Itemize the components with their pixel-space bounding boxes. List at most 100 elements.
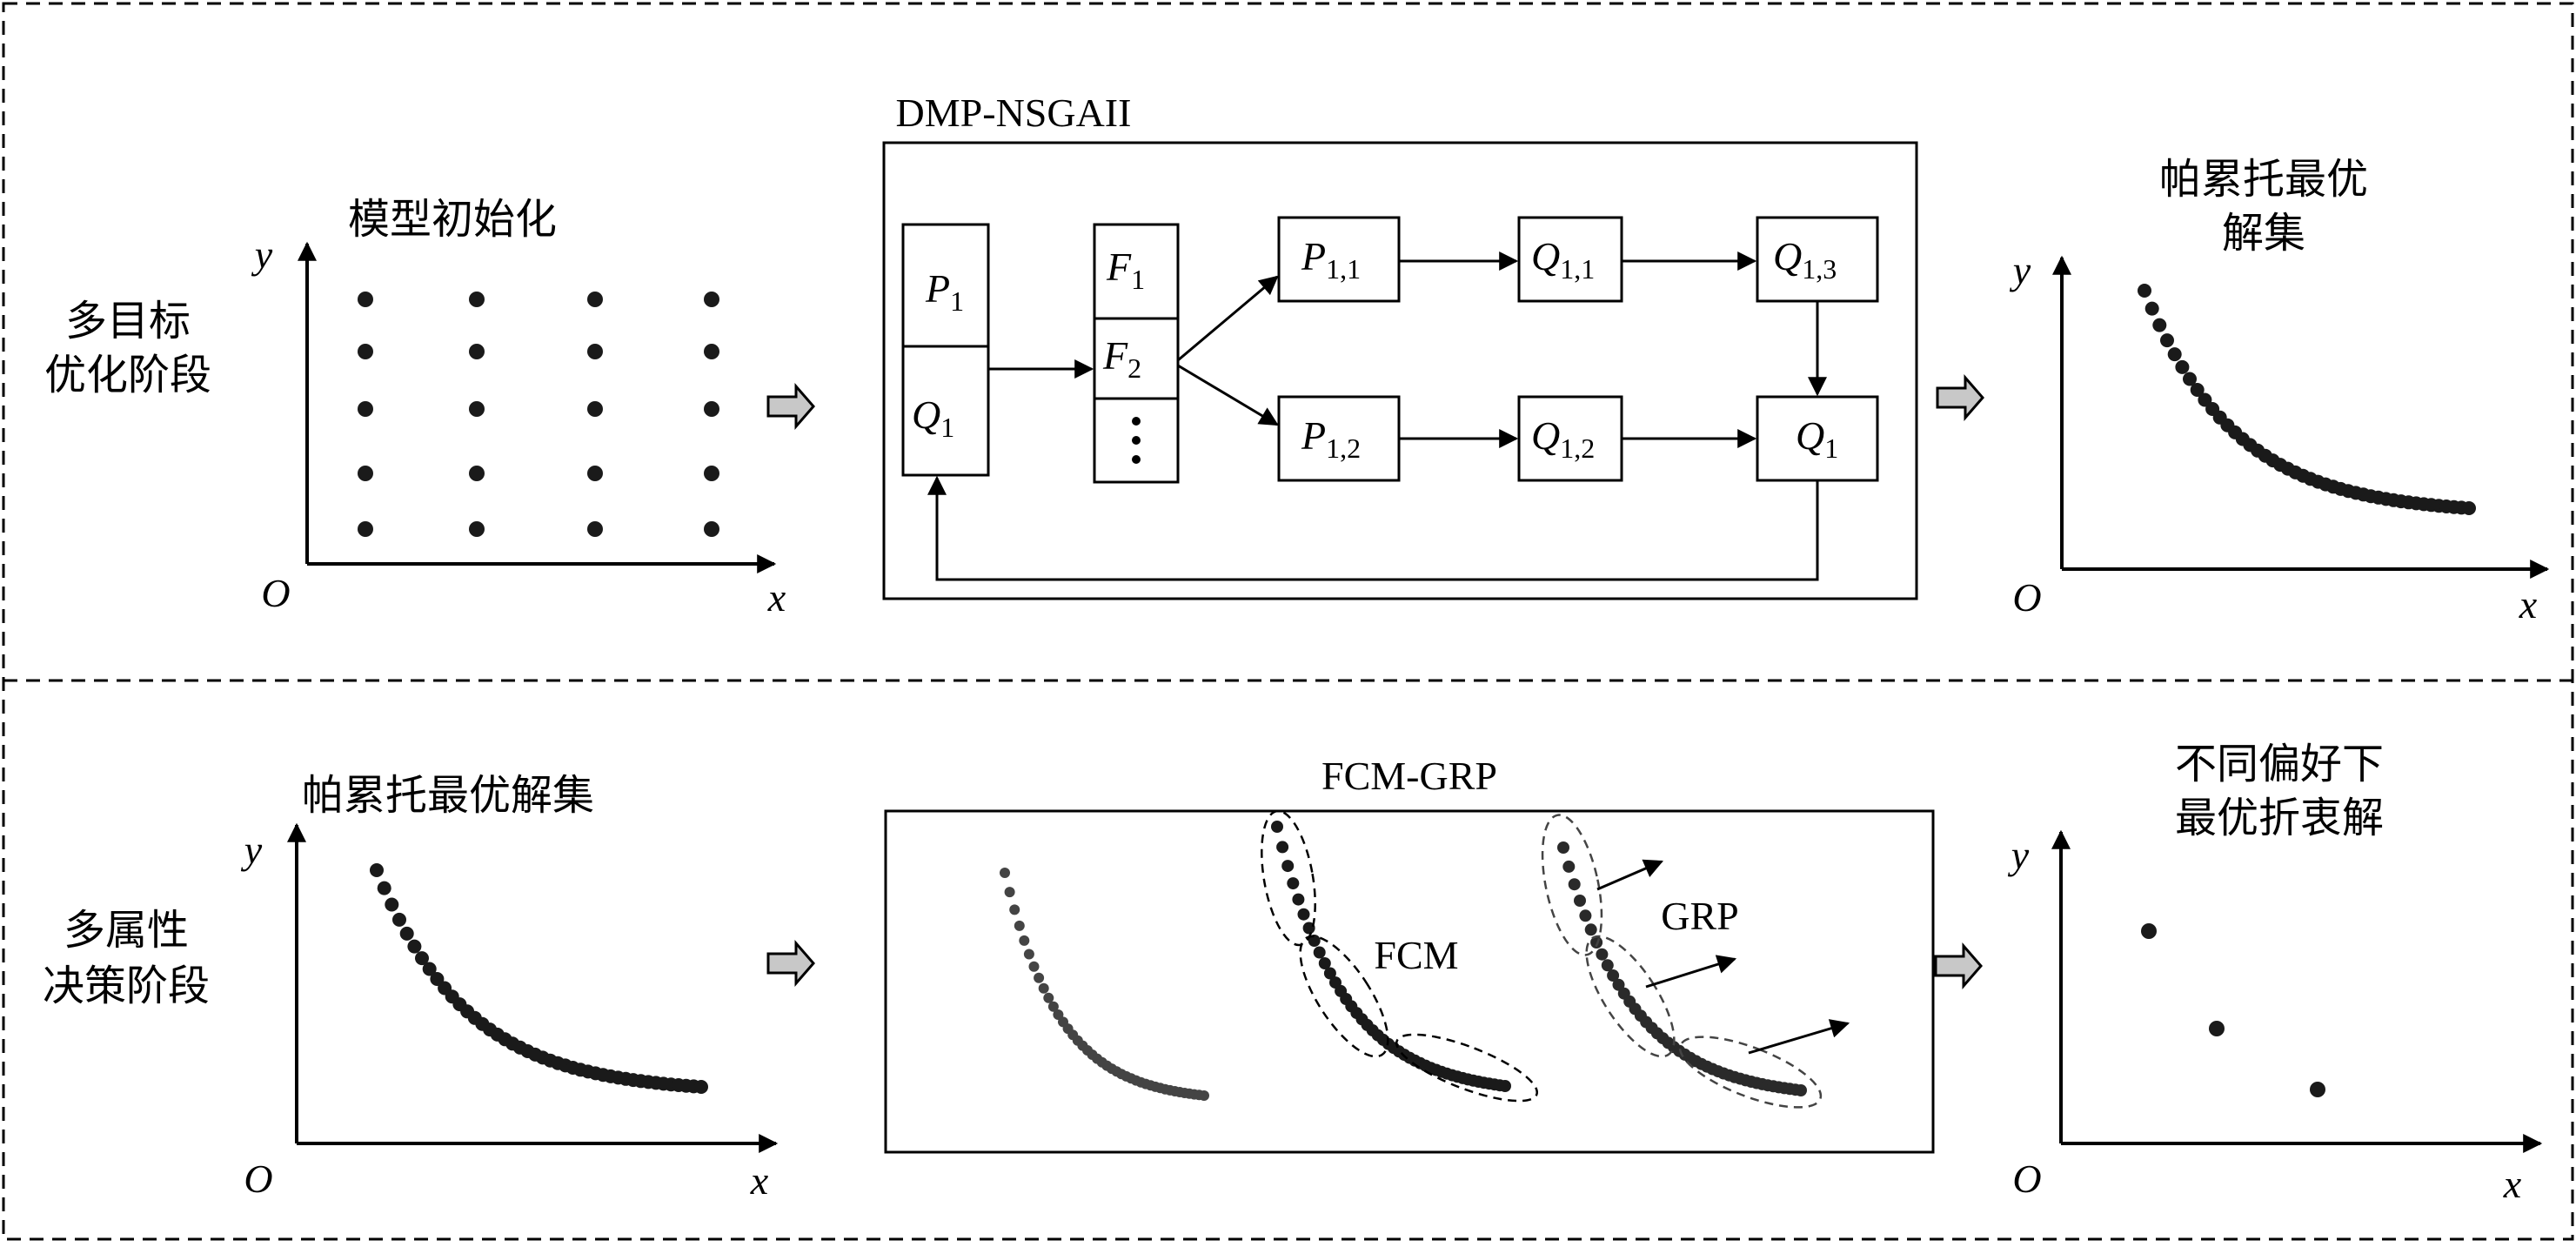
q11-label: Q1,1 [1531,234,1595,285]
population-point [704,401,719,417]
compromise-title-line1: 不同偏好下 [2175,740,2384,788]
pareto-point [2138,284,2151,298]
clustered-point [1313,946,1326,959]
grp-label: GRP [1661,894,1738,938]
clustered-point [1297,908,1310,921]
stage1-label-line1: 多目标 [65,297,191,345]
input-x-label: x [750,1158,769,1203]
stage1-label: 多目标 优化阶段 [44,297,211,399]
compromise-solution-2 [2209,1021,2225,1036]
fcm-grp-frame [884,809,1935,1154]
raw-point [1034,972,1045,983]
p1-label: P1 [925,266,964,317]
dmp-connectors [927,251,1827,581]
pareto-input-title: 帕累托最优解集 [302,771,594,820]
init-plot: 模型初始化 y x O [251,195,786,620]
grp-point [1601,959,1614,972]
flow-arrow-icon [1934,942,1983,990]
pareto-point [430,972,445,986]
population-point [704,292,719,307]
clustered-point [1499,1080,1511,1092]
raw-point [1047,1001,1059,1012]
population-point [358,401,373,417]
grp-cluster-1 [1541,814,1603,956]
clustered-point [1308,935,1321,947]
population-point [358,344,373,359]
pareto-input-plot: 帕累托最优解集 y x O [241,771,779,1203]
init-title: 模型初始化 [348,195,557,244]
grp-cluster-ellipses [1541,814,1823,1109]
pareto-point [370,863,384,877]
grp-point [1579,909,1592,922]
grp-point [1607,969,1620,982]
pareto-point [2175,359,2190,374]
p12-label: P1,2 [1301,413,1361,464]
flow-arrow-icon [1936,373,1984,422]
pareto-point [2198,392,2212,407]
q11-box [1517,216,1623,303]
q1-label: Q1 [912,392,954,443]
compromise-result-plot: 不同偏好下 最优折衷解 y x O [2008,740,2543,1206]
q13-label: Q1,3 [1773,234,1837,285]
population-point [469,401,485,417]
population-point [469,466,485,481]
population-point [587,466,603,481]
grp-arrow-1 [1596,859,1664,891]
pareto-point [392,912,406,927]
raw-point [1043,992,1054,1003]
fcm-label: FCM [1374,933,1458,977]
pareto-point [2190,383,2205,397]
pareto-point [2167,347,2182,362]
population-point [704,344,719,359]
fcm-grp-block: FCM-GRP FCM GRP [884,754,1935,1154]
clustered-point [1281,860,1295,873]
fcm-cluster-1 [1261,809,1316,947]
grp-point [1795,1084,1807,1096]
grp-point [1562,860,1576,873]
grp-cluster-3 [1678,1036,1823,1109]
flow-arrow-icon [766,939,815,988]
population-point [469,344,485,359]
pareto-point [2462,501,2476,515]
pareto-point [694,1080,708,1094]
compromise-origin-label: O [2012,1156,2041,1201]
pareto-input-points [370,863,708,1094]
grp-point [1584,923,1597,936]
pareto-point [422,962,437,976]
compromise-solution-1 [2141,923,2157,939]
raw-point [1000,868,1010,878]
grp-direction-arrows [1596,859,1850,1055]
grp-clustered-points [1557,841,1807,1096]
population-point [704,466,719,481]
compromise-title-line2: 最优折衷解 [2175,794,2384,842]
raw-point [1009,904,1020,915]
flow-arrow-icon [766,382,815,431]
init-y-label: y [251,232,273,277]
dmp-title: DMP-NSGAII [896,91,1132,135]
population-point [358,521,373,537]
init-x-label: x [767,575,786,620]
pareto-point [385,897,399,912]
population-point [587,401,603,417]
pareto-point [399,926,414,941]
population-point [469,521,485,537]
stage2-label: 多属性 决策阶段 [43,906,210,1010]
population-point [587,344,603,359]
dmp-frame [882,141,1918,600]
pareto-point [415,951,429,966]
raw-point [1199,1090,1209,1101]
pareto-point [2160,333,2174,348]
clustered-point [1276,841,1289,854]
q12-label: Q1,2 [1531,413,1595,464]
population-point [358,466,373,481]
flow-arrows [766,373,1984,990]
pareto-result-plot: 帕累托最优 解集 y x O [2010,155,2550,627]
q1-output-label: Q1 [1796,413,1838,464]
fcm-cluster-3 [1395,1033,1538,1103]
vertical-ellipsis-icon [1132,417,1141,464]
pareto-result-title-line2: 解集 [2222,209,2305,258]
fcm-grp-title: FCM-GRP [1321,754,1497,798]
pareto-point [2183,372,2197,386]
